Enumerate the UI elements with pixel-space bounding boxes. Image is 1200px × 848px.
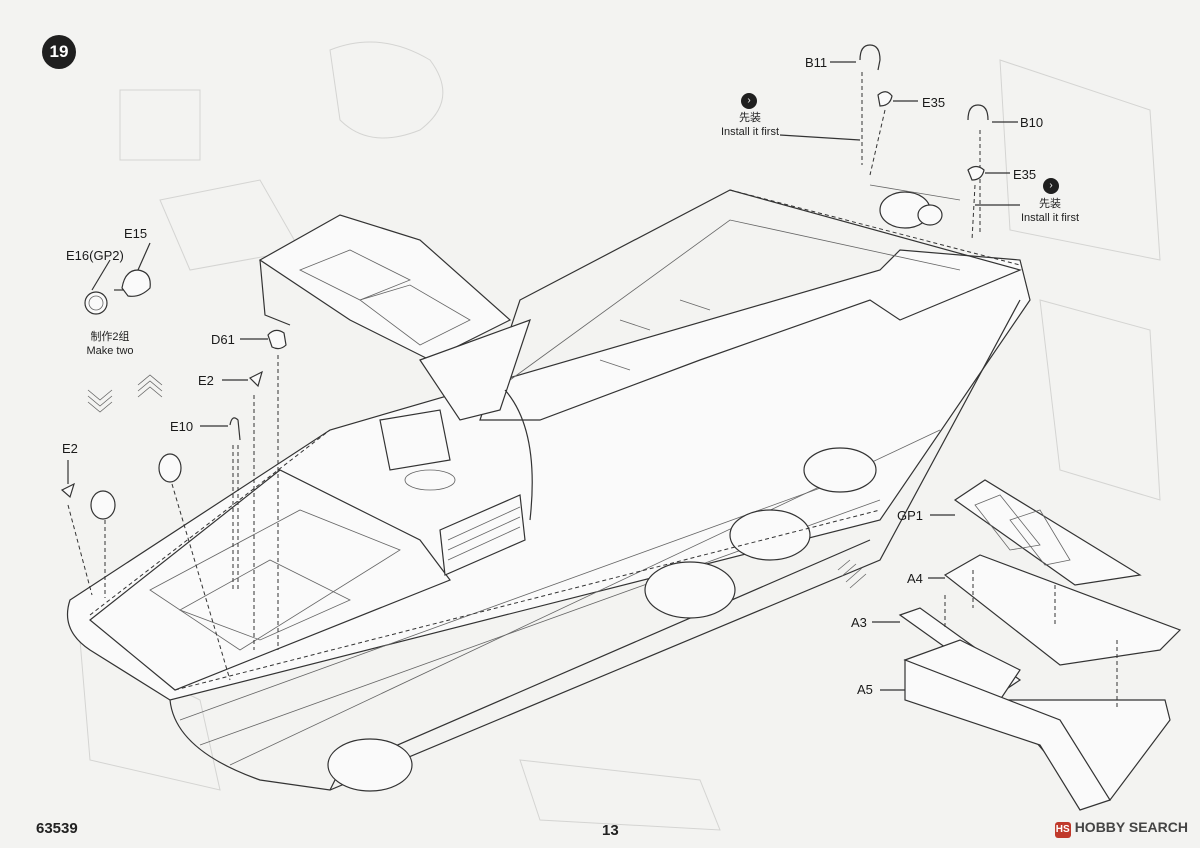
make-two-note: 制作2组 Make two [70,330,150,358]
make-two-note-cn: 制作2组 [90,331,130,343]
part-label-e2-lower: E2 [62,441,78,456]
part-label-a5: A5 [857,682,873,697]
part-label-d61: D61 [211,332,235,347]
part-label-e15: E15 [124,226,148,241]
part-label-b10: B10 [1020,115,1044,130]
part-label-e35-right: E35 [1013,167,1037,182]
windscreen-subassembly [837,479,1182,811]
install-first-note-1: 先装 Install it first [700,111,800,139]
install-first-arrow-icon: › [1043,178,1059,194]
hull [66,184,1031,792]
install-first-note-2-en: Install it first [1020,212,1080,224]
part-label-a4: A4 [907,571,923,586]
make-two-note-en: Make two [86,345,134,357]
install-first-note-2-cn: 先装 [1039,198,1061,210]
part-label-b11: B11 [805,55,828,70]
install-first-note-1-cn: 先装 [739,112,761,124]
part-label-e35-top: E35 [922,95,946,110]
part-label-e10: E10 [170,419,194,434]
left-parts [60,44,1020,691]
page-number: 13 [602,822,619,839]
kit-number: 63539 [36,820,78,837]
brand-logo-icon: HS [1054,822,1071,838]
part-label-gp1: GP1 [897,508,924,523]
part-label-a3: A3 [851,615,867,630]
install-first-note-2: 先装 Install it first [1000,197,1100,225]
install-first-arrow-icon: › [741,93,757,109]
install-first-note-1-en: Install it first [720,126,780,138]
brand-name: HOBBY SEARCH [1074,819,1188,835]
windshield-frame [258,214,533,521]
step-number-badge: 19 [42,35,76,69]
part-label-e2-upper: E2 [198,373,214,388]
part-label-e16-gp2: E16(GP2) [66,248,124,263]
